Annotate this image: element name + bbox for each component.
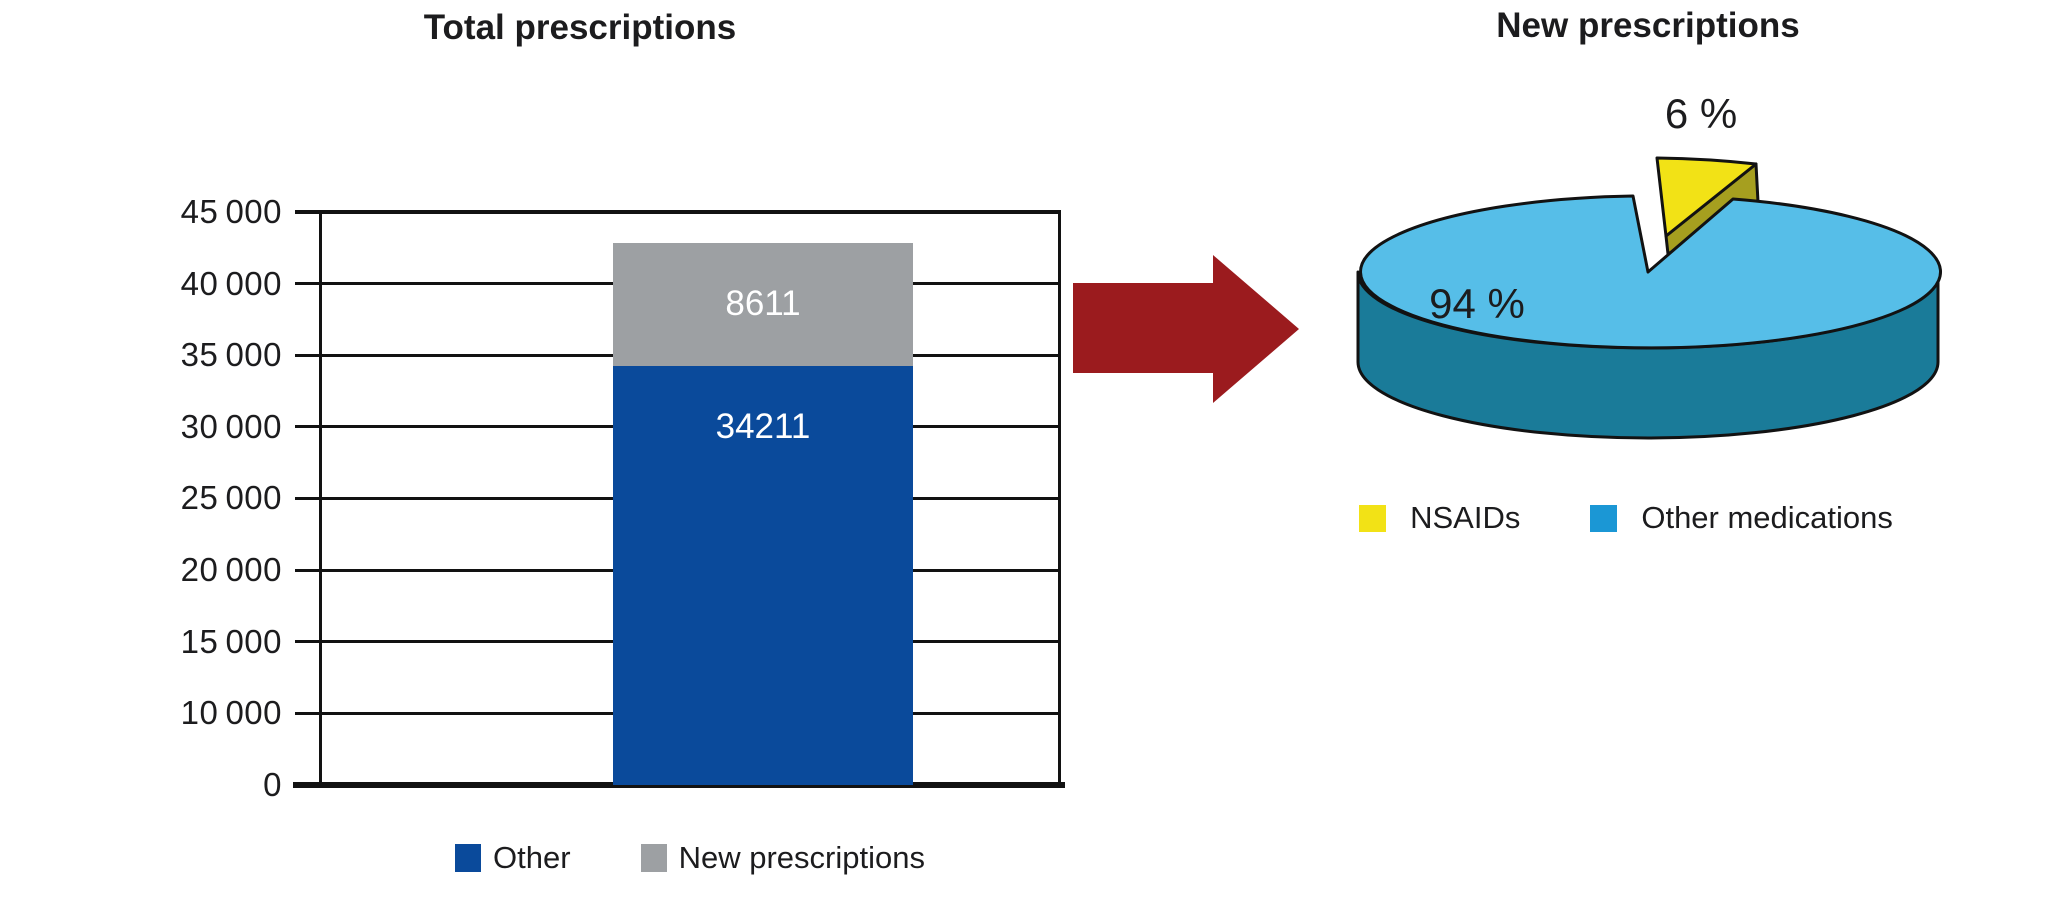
legend-swatch-other-medications <box>1590 504 1618 532</box>
plot-right-border <box>1058 212 1061 788</box>
flow-arrow-icon <box>1073 255 1299 403</box>
legend-label-other-medications: Other medications <box>1641 500 1893 535</box>
y-axis-line <box>319 212 322 788</box>
pie-label-other-pct: 94 % <box>1429 280 1525 327</box>
y-tick-label-20000: 20 000 <box>180 551 282 588</box>
bar-legend-item-new-prescriptions: New prescriptions <box>640 840 925 876</box>
y-tick-label-0: 0 <box>263 765 282 803</box>
pie-side <box>1356 270 1940 440</box>
legend-label-other: Other <box>493 840 571 875</box>
legend-swatch-nsaids <box>1359 504 1387 532</box>
y-tick-label-10000: 10 000 <box>180 694 282 732</box>
legend-swatch-other <box>455 844 482 872</box>
legend-label-nsaids: NSAIDs <box>1410 500 1521 535</box>
bar-value-label-new-prescriptions: 8611 <box>725 283 801 323</box>
bar-chart-title: Total prescriptions <box>423 8 737 47</box>
bar-legend-item-other: Other <box>455 840 571 876</box>
bar-segment-new-prescriptions <box>613 243 913 367</box>
y-tick-label-15000: 15 000 <box>180 622 282 660</box>
pie-label-nsaids-pct: 6 % <box>1665 90 1737 137</box>
pie-slice-nsaids-top <box>1655 156 1758 238</box>
pie-chart-title: New prescriptions <box>1496 6 1800 45</box>
y-tick-label-30000: 30 000 <box>180 407 282 445</box>
pie-legend-item-nsaids: NSAIDs <box>1359 500 1520 536</box>
bar-plot-area: 45 000 40 000 35 000 30 000 25 000 20 000 15 0… <box>180 193 1065 803</box>
y-gridline-0 <box>293 781 1065 788</box>
y-tick-label-40000: 40 000 <box>180 264 282 302</box>
y-tick-label-25000: 25 000 <box>180 479 282 517</box>
pie-legend: NSAIDs Other medications <box>1296 496 1956 540</box>
legend-label-new-prescriptions: New prescriptions <box>678 840 925 875</box>
bar-value-label-other: 34211 <box>715 407 811 447</box>
legend-swatch-new-prescriptions <box>640 844 667 872</box>
pie-top-other-medications <box>1359 194 1942 350</box>
y-gridline-45000 <box>295 210 1061 214</box>
pie-slice-nsaids-side <box>1664 162 1760 256</box>
y-tick-label-35000: 35 000 <box>180 336 282 374</box>
bar-legend: Other New prescriptions <box>320 836 1060 880</box>
y-tick-label-45000: 45 000 <box>180 193 282 230</box>
pie-3d <box>1356 156 1942 440</box>
pie-legend-item-other-medications: Other medications <box>1590 500 1893 536</box>
bar-segment-other <box>613 366 913 785</box>
